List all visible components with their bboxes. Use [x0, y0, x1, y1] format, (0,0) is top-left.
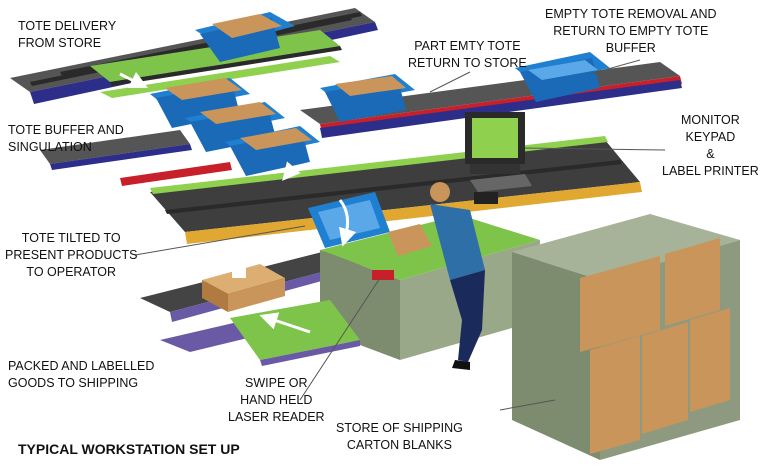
label-part-empty-tote: PART EMTY TOTE RETURN TO STORE [408, 39, 527, 70]
laser-reader-icon [372, 270, 394, 280]
carton-cabinet [512, 214, 740, 460]
label-store-cartons: STORE OF SHIPPING CARTON BLANKS [336, 421, 463, 452]
computer-monitor-icon [465, 112, 525, 174]
empty-tote [515, 52, 610, 102]
label-tote-buffer: TOTE BUFFER AND SINGULATION [8, 123, 124, 154]
operator-figure [388, 182, 485, 370]
label-monitor-keypad: MONITOR KEYPAD & LABEL PRINTER [662, 113, 759, 178]
page-title: TYPICAL WORKSTATION SET UP [18, 441, 240, 457]
parcel-box [202, 264, 285, 312]
tote [320, 74, 415, 122]
label-tote-delivery: TOTE DELIVERY FROM STORE [18, 19, 117, 50]
label-empty-tote-removal: EMPTY TOTE REMOVAL AND RETURN TO EMPTY T… [545, 7, 717, 55]
leader-lines [134, 59, 666, 411]
label-swipe-reader: SWIPE OR HAND HELD LASER READER [228, 376, 325, 424]
tote [225, 126, 320, 176]
label-packed-labelled: PACKED AND LABELLED GOODS TO SHIPPING [8, 359, 155, 390]
tote [195, 12, 295, 62]
middle-conveyor [150, 136, 642, 244]
label-tote-tilted: TOTE TILTED TO PRESENT PRODUCTS TO OPERA… [5, 231, 138, 279]
flow-arrows [119, 71, 357, 334]
buffer-rail [40, 130, 232, 186]
keyboard-icon [470, 174, 532, 204]
